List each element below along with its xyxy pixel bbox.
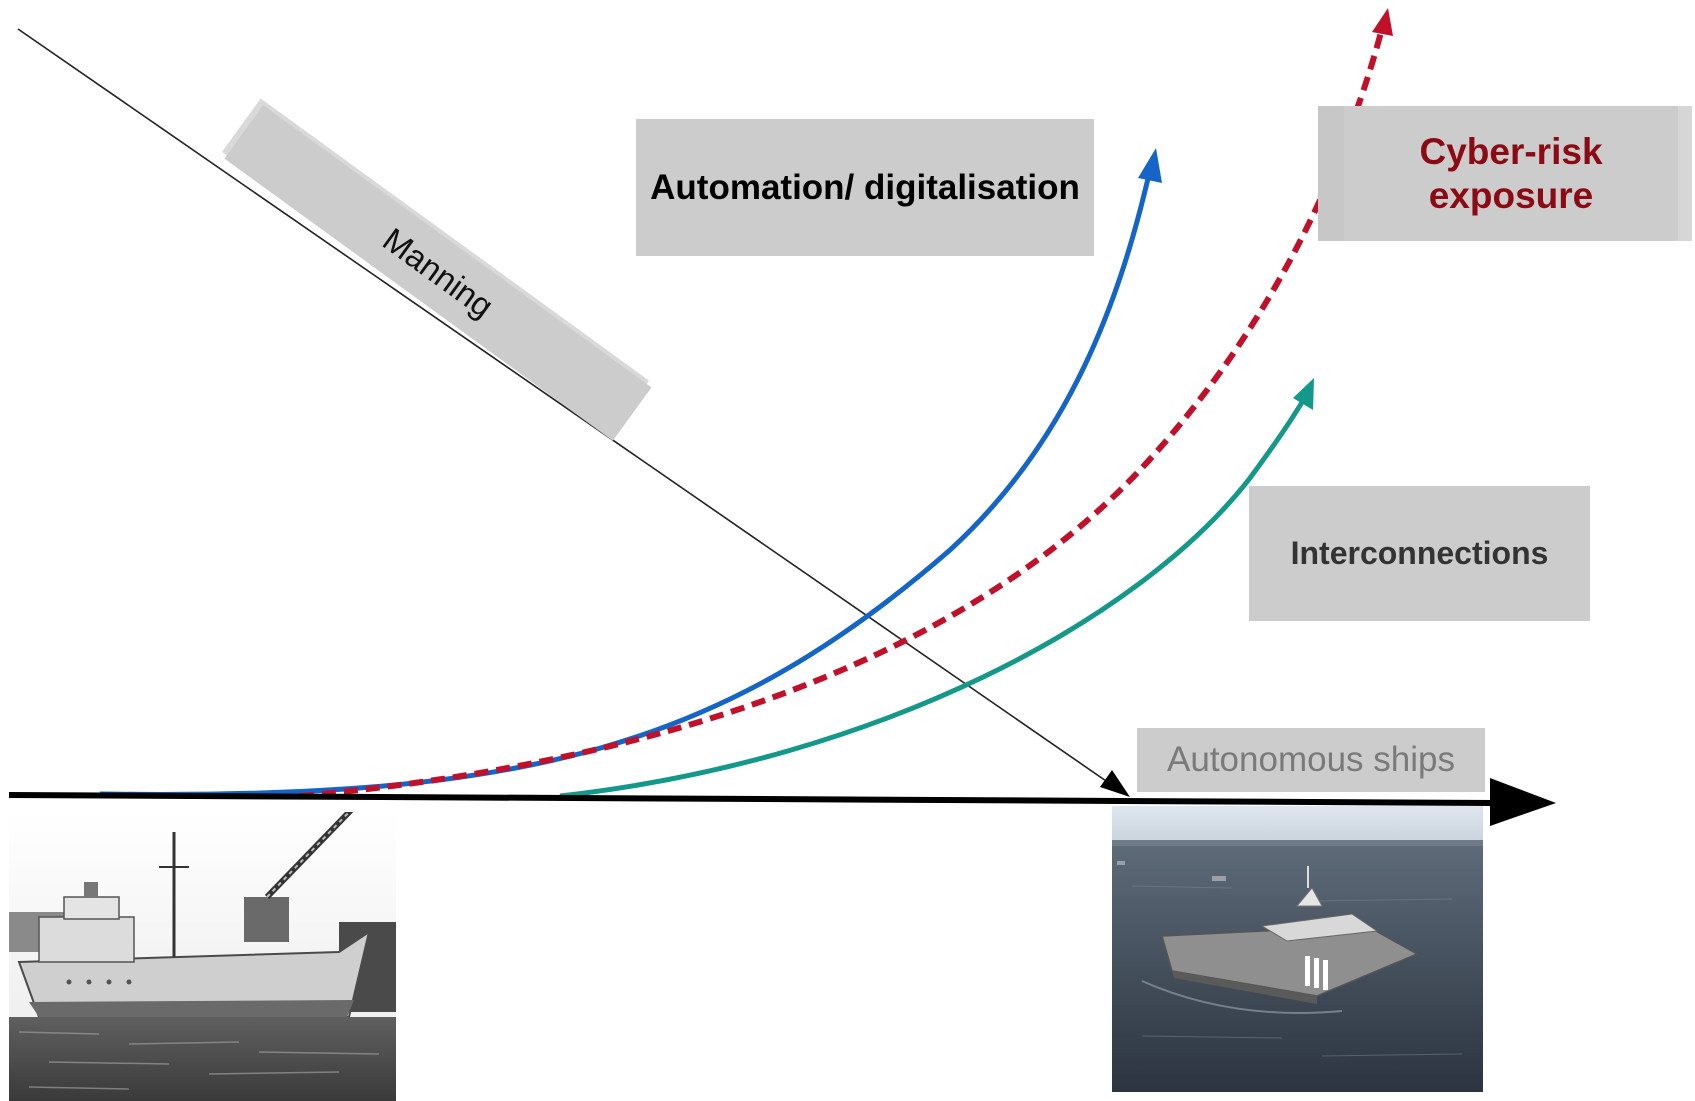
old-cargo-ship-photo [9, 812, 396, 1101]
automation-arrowhead [1138, 148, 1162, 183]
manning-trend-line [17, 28, 1123, 793]
interconnections-arrowhead [1293, 378, 1314, 410]
autonomous-ships-label-text: Autonomous ships [1167, 740, 1455, 779]
timeline-arrowhead [1490, 778, 1556, 826]
automation-curve [99, 169, 1153, 797]
automation-digitalisation-label: Automation/ digitalisation [636, 119, 1094, 256]
interconnections-label-text: Interconnections [1290, 535, 1549, 571]
cyber-risk-label-text: Cyber-risk exposure [1419, 130, 1603, 216]
timeline-axis [8, 792, 1496, 806]
cyber-risk-exposure-label: Cyber-risk exposure [1318, 106, 1692, 241]
manning-arrowhead [1100, 770, 1130, 797]
cyber-risk-arrowhead [1372, 8, 1393, 36]
autonomous-ship-photo [1112, 806, 1483, 1092]
interconnections-label: Interconnections [1249, 486, 1590, 621]
autonomous-ships-label: Autonomous ships [1137, 728, 1485, 792]
interconnections-curve [559, 393, 1309, 799]
automation-label-text: Automation/ digitalisation [650, 167, 1080, 207]
